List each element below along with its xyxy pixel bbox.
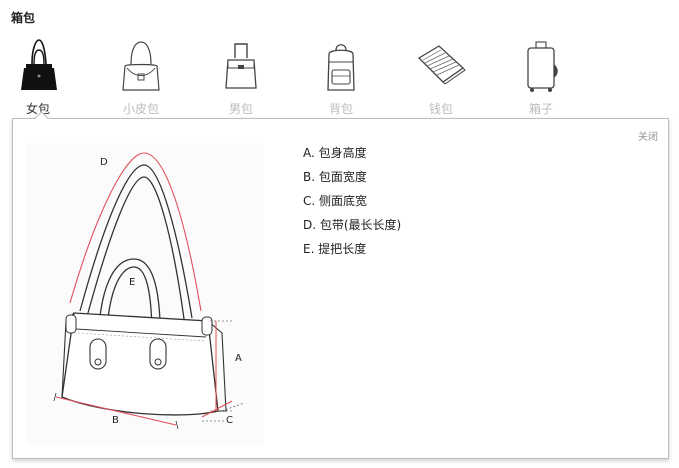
legend-item-b: B. 包面宽度 (303, 170, 367, 184)
measurement-legend: A. 包身高度 B. 包面宽度 C. 侧面底宽 D. 包带(最长长度) E. 提… (303, 145, 401, 265)
handbag-black-icon (21, 39, 57, 90)
category-tab-backpack[interactable]: 背包 (311, 38, 371, 118)
category-tab-mens-bag[interactable]: 男包 (211, 38, 271, 118)
backpack-icon (327, 44, 355, 91)
briefcase-icon (225, 43, 257, 89)
category-label: 女包 (25, 102, 50, 116)
category-tab-womens-bag[interactable]: 女包 (8, 38, 68, 118)
category-label: 背包 (328, 102, 353, 116)
legend-item-c: C. 侧面底宽 (303, 194, 368, 208)
small-bag-icon (122, 41, 160, 91)
category-tab-suitcase[interactable]: 箱子 (511, 38, 571, 118)
category-label: 箱子 (528, 102, 553, 116)
category-label: 钱包 (428, 102, 453, 116)
diagram-label-c: C (226, 415, 233, 426)
diagram-label-b: B (112, 415, 119, 426)
handbag-measurement-diagram: D E A B C (26, 143, 264, 445)
diagram-label-e: E (129, 277, 135, 288)
close-button[interactable]: 关闭 (638, 132, 658, 143)
category-label: 男包 (228, 102, 253, 116)
diagram-label-a: A (235, 353, 242, 364)
legend-item-d: D. 包带(最长长度) (303, 218, 402, 232)
category-tab-wallet[interactable]: 钱包 (411, 38, 471, 118)
legend-item-e: E. 提把长度 (303, 242, 367, 256)
suitcase-icon (527, 41, 558, 92)
size-guide-panel: 关闭 D E A B C (12, 118, 669, 459)
section-title: 箱包 (11, 11, 36, 25)
wallet-icon (417, 45, 466, 85)
category-tab-small-leather-bag[interactable]: 小皮包 (111, 38, 171, 118)
category-label: 小皮包 (122, 102, 159, 116)
legend-item-a: A. 包身高度 (303, 146, 367, 160)
diagram-label-d: D (100, 157, 108, 168)
